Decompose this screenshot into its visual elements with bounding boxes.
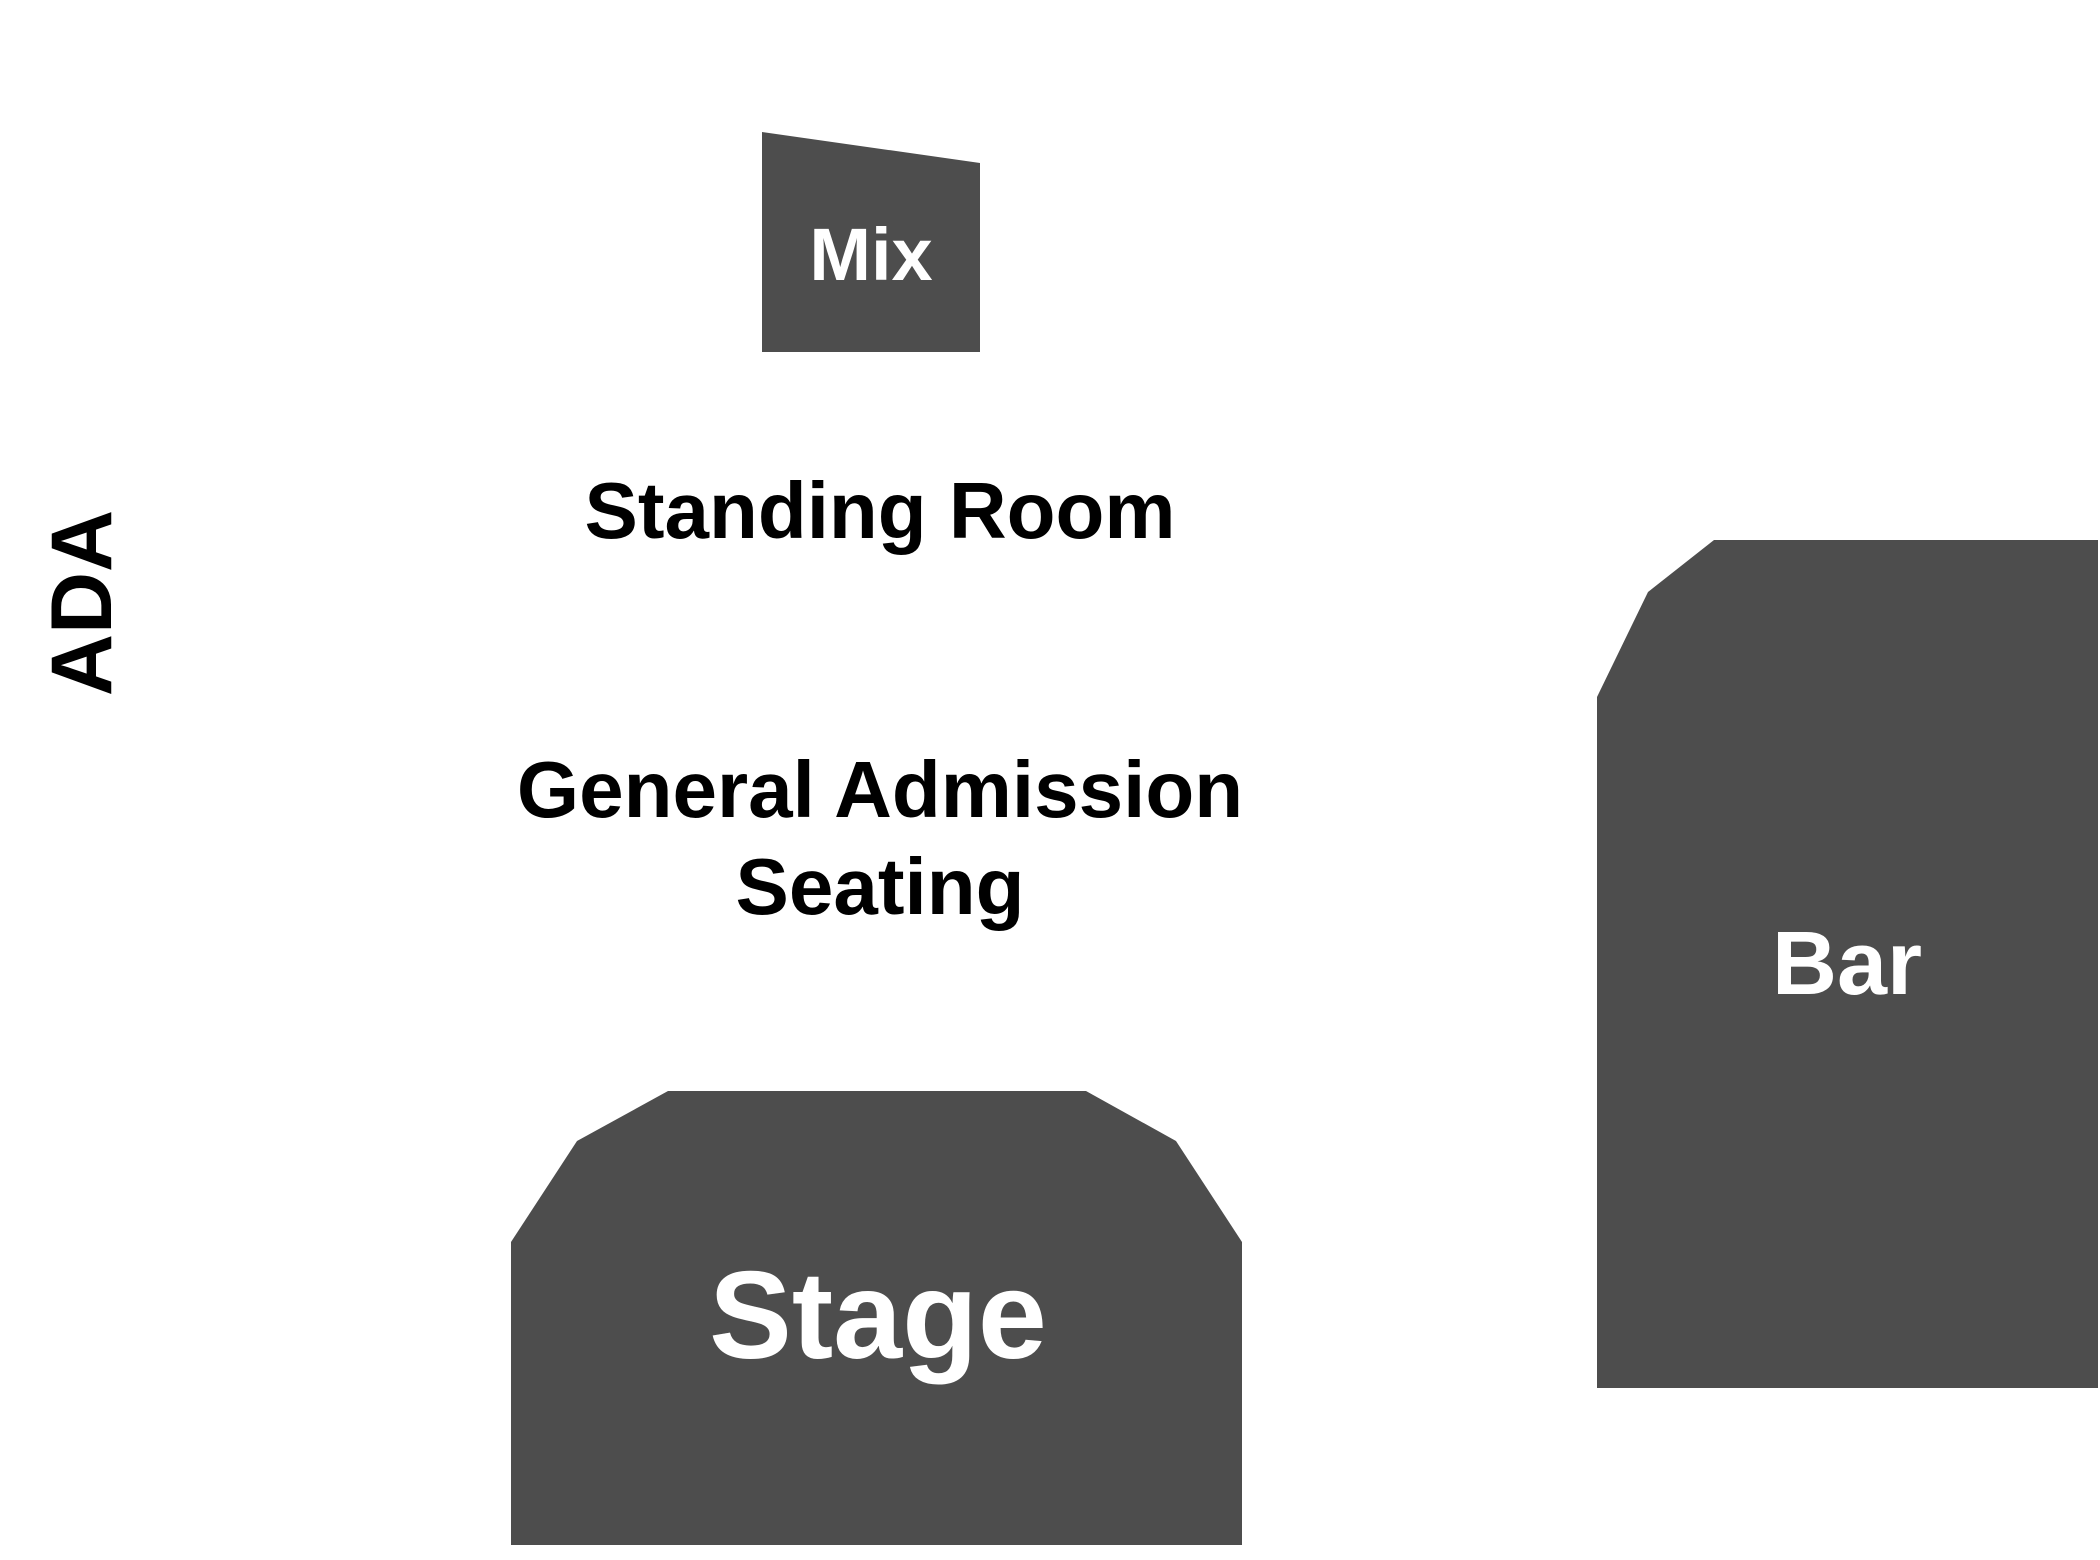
bar-block [1597, 540, 2098, 1388]
stage-block [511, 1091, 1242, 1545]
mix-section[interactable]: Mix [762, 132, 980, 352]
general-admission-label-line2: Seating [736, 842, 1025, 931]
bar-section[interactable]: Bar [1597, 540, 2098, 1388]
mix-label: Mix [809, 213, 932, 296]
bar-label: Bar [1772, 914, 1922, 1014]
stage-label: Stage [709, 1247, 1047, 1385]
mix-block [762, 132, 980, 352]
standing-room-label[interactable]: Standing Room [584, 466, 1175, 555]
stage-section[interactable]: Stage [511, 1091, 1242, 1545]
general-admission-section[interactable]: General Admission Seating [517, 745, 1243, 931]
general-admission-label-line1: General Admission [517, 745, 1243, 834]
ada-label[interactable]: ADA [34, 510, 130, 696]
